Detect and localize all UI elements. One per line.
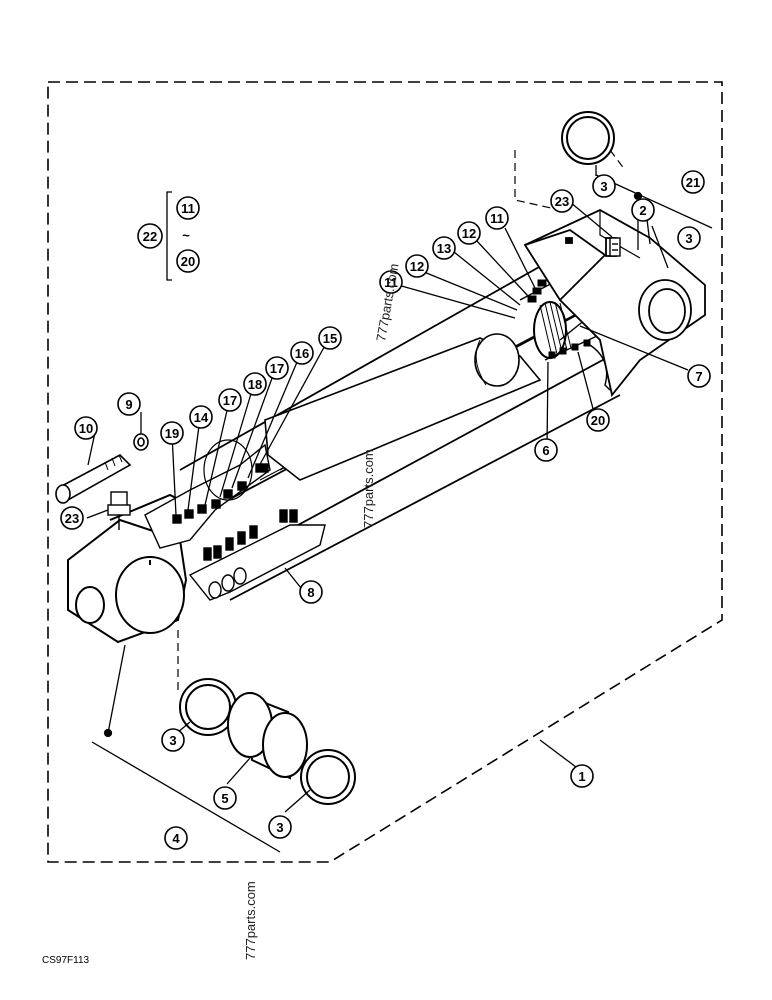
callout-12-lower: 12 — [405, 254, 429, 278]
callout-3-head-right: 3 — [677, 226, 701, 250]
collar-bolts — [188, 509, 326, 601]
callout-17-right: 17 — [265, 356, 289, 380]
head-seal-ring — [561, 111, 615, 165]
callout-21: 21 — [681, 170, 705, 194]
svg-text:20: 20 — [591, 413, 605, 428]
svg-text:10: 10 — [79, 421, 93, 436]
callout-6: 6 — [534, 438, 558, 462]
watermark-middle: 777parts.com — [361, 449, 376, 528]
svg-text:12: 12 — [462, 226, 476, 241]
svg-text:16: 16 — [295, 346, 309, 361]
svg-text:15: 15 — [323, 331, 337, 346]
svg-text:2: 2 — [639, 203, 646, 218]
kit-note: 22 11 ~ 20 — [137, 196, 200, 273]
svg-text:~: ~ — [182, 228, 190, 243]
svg-text:8: 8 — [307, 585, 314, 600]
svg-text:3: 3 — [600, 179, 607, 194]
figure-code: CS97F113 — [42, 955, 90, 966]
head-seal-guide — [514, 149, 626, 211]
callout-15: 15 — [318, 326, 342, 350]
callout-3-head: 3 — [592, 174, 616, 198]
callout-4: 4 — [164, 826, 188, 850]
svg-text:9: 9 — [125, 397, 132, 412]
svg-text:17: 17 — [270, 361, 284, 376]
callout-18: 18 — [243, 372, 267, 396]
svg-text:7: 7 — [695, 369, 702, 384]
svg-text:5: 5 — [221, 791, 228, 806]
grease-fitting-rod — [107, 491, 131, 530]
callout-3-bushing-left: 3 — [161, 728, 185, 752]
callout-2: 2 — [631, 198, 655, 222]
svg-text:1: 1 — [578, 769, 585, 784]
svg-text:4: 4 — [172, 831, 180, 846]
callout-labels: 3 21 23 2 3 11 12 13 — [60, 170, 711, 850]
callout-12-top: 12 — [457, 221, 481, 245]
callout-10: 10 — [74, 416, 98, 440]
cylinder-head-end — [523, 208, 706, 398]
callout-3-bushing-right: 3 — [268, 815, 292, 839]
watermark-bottom: 777parts.com — [243, 881, 258, 960]
svg-text:3: 3 — [169, 733, 176, 748]
svg-text:13: 13 — [437, 241, 451, 256]
svg-text:23: 23 — [65, 511, 79, 526]
svg-text:11: 11 — [181, 201, 195, 216]
grease-fitting-head — [609, 237, 621, 257]
washer — [133, 433, 149, 451]
svg-text:18: 18 — [248, 377, 262, 392]
callout-23-head: 23 — [550, 189, 574, 213]
svg-text:23: 23 — [555, 194, 569, 209]
svg-text:17: 17 — [223, 393, 237, 408]
svg-text:6: 6 — [542, 443, 549, 458]
assembly-boundary — [47, 81, 723, 863]
callout-13: 13 — [432, 236, 456, 260]
callout-20: 20 — [586, 408, 610, 432]
callout-7: 7 — [687, 364, 711, 388]
svg-text:3: 3 — [685, 231, 692, 246]
svg-text:14: 14 — [194, 410, 209, 425]
svg-text:12: 12 — [410, 259, 424, 274]
bolt — [55, 454, 132, 504]
callout-19: 19 — [160, 421, 184, 445]
svg-text:22: 22 — [143, 229, 157, 244]
svg-text:11: 11 — [490, 211, 504, 226]
callout-1: 1 — [570, 764, 594, 788]
callout-8: 8 — [299, 580, 323, 604]
svg-text:19: 19 — [165, 426, 179, 441]
svg-text:21: 21 — [686, 175, 700, 190]
bushing-ring-right — [300, 749, 356, 805]
callout-9: 9 — [117, 392, 141, 416]
callout-16: 16 — [290, 341, 314, 365]
callout-5: 5 — [213, 786, 237, 810]
svg-text:3: 3 — [276, 820, 283, 835]
callout-11-lower: 11 — [379, 270, 403, 294]
watermark-top: 777parts.com — [373, 262, 401, 342]
leader-lines — [86, 165, 713, 853]
callout-17-left: 17 — [218, 388, 242, 412]
svg-text:20: 20 — [181, 254, 195, 269]
rod-end-eye — [67, 493, 202, 644]
bushing-sleeve — [227, 692, 308, 780]
piston-rod — [264, 333, 542, 481]
callout-11-top: 11 — [485, 206, 509, 230]
callout-14: 14 — [189, 405, 213, 429]
svg-text:11: 11 — [384, 275, 398, 290]
callout-23-rod: 23 — [60, 506, 84, 530]
